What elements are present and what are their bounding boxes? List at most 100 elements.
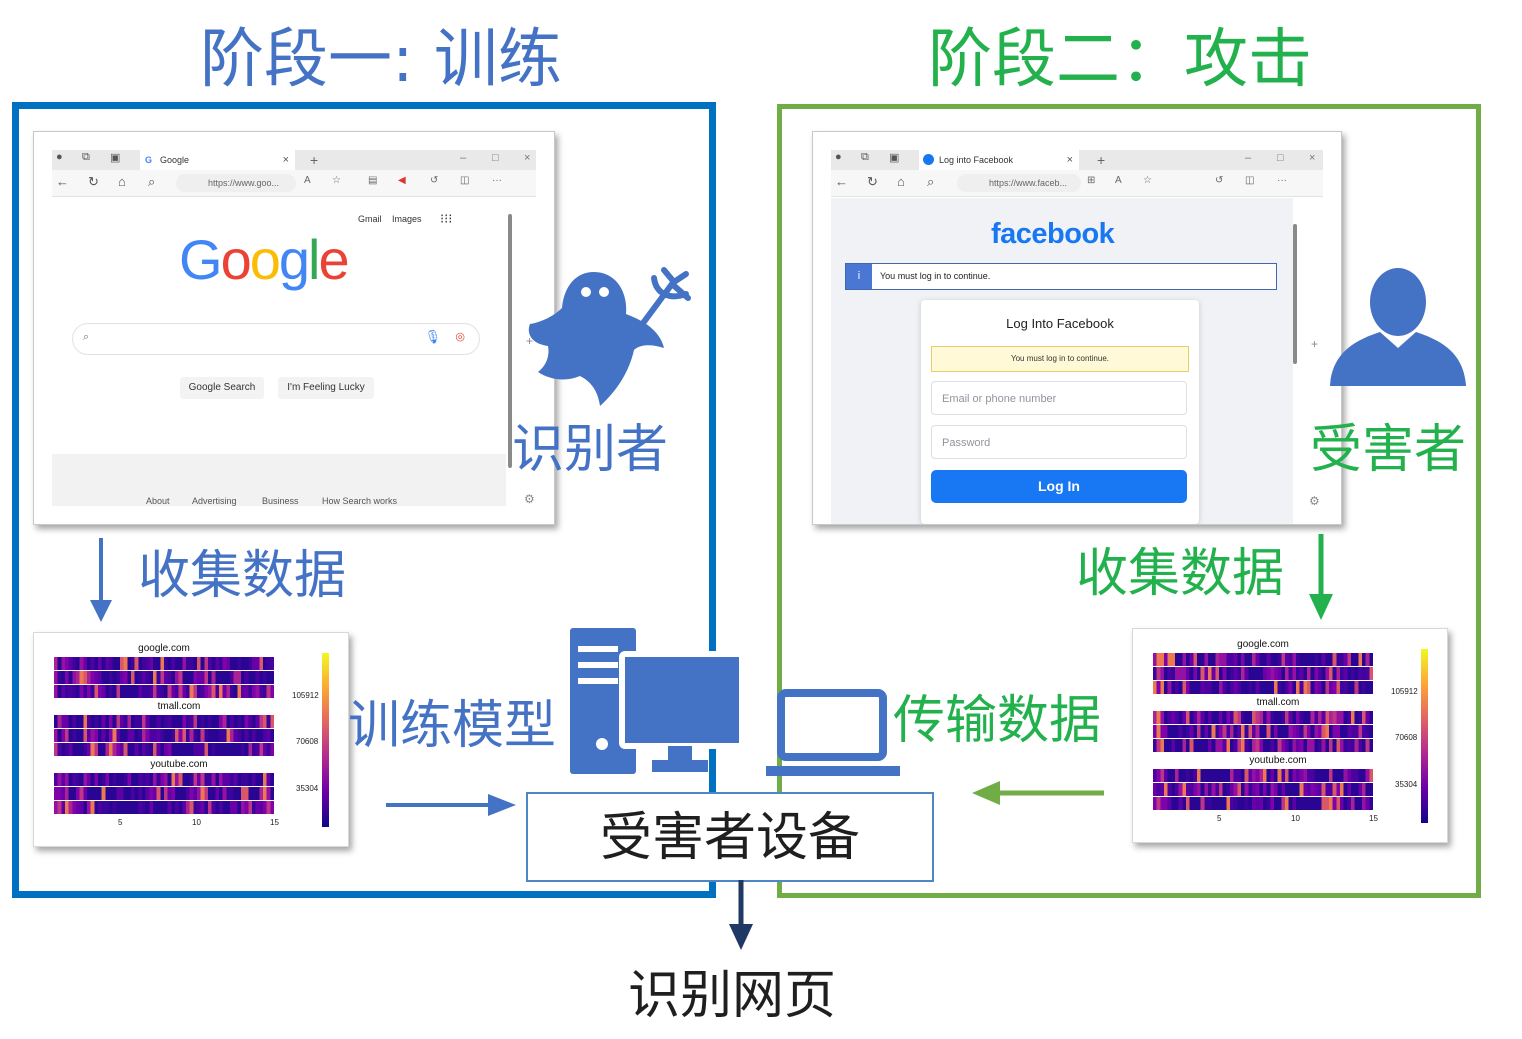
tab-actions-icon[interactable]: ▣ (889, 152, 900, 164)
identify-webpage-label: 识别网页 (628, 966, 837, 1026)
apps-grid-icon[interactable]: ⁝⁝⁝ (440, 211, 453, 226)
settings-icon[interactable]: ⚙ (1309, 494, 1320, 508)
search-icon: ⌕ (83, 331, 90, 343)
info-icon: i (846, 264, 872, 289)
settings-icon[interactable]: ⚙ (524, 492, 535, 506)
person-icon (1330, 268, 1466, 386)
add-sidebar-icon[interactable]: + (1311, 337, 1319, 351)
login-alert: i You must log in to continue. (845, 263, 1277, 290)
google-browser-window: ● ⧉ ▣ G Google × + – □ × ← ↻ ⌂ ⌕ https:/… (33, 131, 555, 525)
more-icon[interactable]: ··· (492, 175, 502, 186)
heatmap-strip (54, 657, 274, 670)
email-field[interactable]: Email or phone number (931, 381, 1187, 415)
login-button[interactable]: Log In (931, 470, 1187, 503)
transfer-data-label: 传输数据 (893, 691, 1102, 751)
favorite-icon[interactable]: ☆ (1143, 175, 1152, 186)
x-tick: 5 (118, 818, 123, 827)
stage2-panel (777, 104, 1481, 898)
app-available-icon[interactable]: ⊞ (1087, 175, 1096, 186)
heatmap-strip (54, 743, 274, 756)
minimize-icon[interactable]: – (460, 152, 467, 164)
back-icon[interactable]: ← (56, 174, 69, 189)
colorbar-tick: 35304 (1395, 780, 1418, 789)
add-sidebar-icon[interactable]: + (526, 334, 534, 348)
url-field[interactable]: https://www.goo... (176, 174, 296, 192)
victim-device-box: 受害者设备 (526, 792, 934, 882)
facebook-favicon-icon (923, 154, 934, 165)
x-tick: 5 (1217, 814, 1222, 823)
heatmap-strip (1153, 725, 1373, 738)
search-icon[interactable]: ⌕ (927, 174, 935, 189)
split-screen-icon[interactable]: ◫ (1245, 175, 1255, 186)
read-aloud-icon[interactable]: A (304, 175, 311, 186)
close-window-icon[interactable]: × (524, 152, 531, 164)
address-bar-row: ← ↻ ⌂ ⌕ https://www.goo... A ☆ ▤ ◀ ↺ ◫ ·… (52, 170, 536, 197)
extensions-icon[interactable]: ▤ (368, 175, 378, 186)
google-search-box[interactable]: ⌕ 🎙 ◎ (72, 323, 480, 355)
heatmap-strip (1153, 653, 1373, 666)
microphone-icon[interactable]: 🎙 (424, 329, 441, 344)
colorbar-tick: 35304 (296, 784, 319, 793)
laptop-icon (766, 689, 900, 776)
stage2-title: 阶段二：攻击 (928, 23, 1312, 97)
heatmap-strip (1153, 739, 1373, 752)
google-logo: Google (179, 228, 350, 291)
colorbar-tick: 105912 (292, 691, 319, 700)
new-tab-icon[interactable]: + (1097, 152, 1106, 168)
search-icon[interactable]: ⌕ (148, 174, 156, 189)
profile-icon[interactable]: ● (835, 151, 842, 163)
copilot-icon[interactable]: ↺ (430, 175, 439, 186)
tab-title: Log into Facebook (939, 155, 1014, 165)
maximize-icon[interactable]: □ (492, 152, 499, 164)
browser-tab[interactable]: G Google × (140, 150, 295, 170)
lens-icon[interactable]: ◎ (455, 331, 465, 343)
tab-actions-icon[interactable]: ▣ (110, 152, 121, 164)
refresh-icon[interactable]: ↻ (88, 174, 99, 189)
how-search-works-link[interactable]: How Search works (322, 496, 398, 506)
google-favicon-icon: G (145, 155, 153, 165)
browser-tab[interactable]: Log into Facebook × (919, 150, 1079, 170)
gmail-link[interactable]: Gmail (358, 214, 382, 224)
about-link[interactable]: About (146, 496, 170, 506)
favorite-icon[interactable]: ☆ (332, 175, 341, 186)
heatmap-strip (54, 685, 274, 698)
address-bar-row: ← ↻ ⌂ ⌕ https://www.faceb... ⊞ A ☆ ↺ ◫ ·… (831, 170, 1323, 197)
more-icon[interactable]: ··· (1277, 175, 1287, 186)
close-tab-icon[interactable]: × (282, 154, 289, 166)
split-screen-icon[interactable]: ◫ (460, 175, 470, 186)
browser-tab-bar: ● ⧉ ▣ G Google × + – □ × (52, 150, 536, 170)
home-icon[interactable]: ⌂ (118, 174, 126, 189)
facebook-browser-window: ● ⧉ ▣ Log into Facebook × + – □ × ← ↻ ⌂ … (812, 131, 1342, 525)
url-field[interactable]: https://www.faceb... (957, 174, 1081, 192)
heatmap-strip (1153, 711, 1373, 724)
heatmap-strip (54, 729, 274, 742)
minimize-icon[interactable]: – (1245, 152, 1252, 164)
new-tab-icon[interactable]: + (310, 152, 319, 168)
feeling-lucky-button[interactable]: I'm Feeling Lucky (278, 377, 374, 399)
heatmap-strip (54, 715, 274, 728)
scrollbar[interactable] (508, 214, 512, 468)
heatmap-strip (1153, 783, 1373, 796)
heatmap-strip (54, 671, 274, 684)
profile-icon[interactable]: ● (56, 151, 63, 163)
close-tab-icon[interactable]: × (1066, 154, 1073, 166)
collections-icon[interactable]: ⧉ (82, 151, 90, 163)
back-icon[interactable]: ← (835, 174, 848, 189)
maximize-icon[interactable]: □ (1277, 152, 1284, 164)
google-search-button[interactable]: Google Search (180, 377, 264, 399)
scrollbar[interactable] (1293, 224, 1297, 364)
collections-icon[interactable]: ⧉ (861, 151, 869, 163)
images-link[interactable]: Images (392, 214, 422, 224)
x-tick: 10 (192, 818, 201, 827)
copilot-icon[interactable]: ↺ (1215, 175, 1224, 186)
password-field[interactable]: Password (931, 425, 1187, 459)
ghost-trident-icon (528, 267, 691, 406)
extension-megaphone-icon[interactable]: ◀ (398, 175, 406, 186)
refresh-icon[interactable]: ↻ (867, 174, 878, 189)
home-icon[interactable]: ⌂ (897, 174, 905, 189)
login-card-title: Log Into Facebook (1006, 316, 1114, 331)
business-link[interactable]: Business (262, 496, 299, 506)
read-aloud-icon[interactable]: A (1115, 175, 1122, 186)
close-window-icon[interactable]: × (1309, 152, 1316, 164)
advertising-link[interactable]: Advertising (192, 496, 237, 506)
